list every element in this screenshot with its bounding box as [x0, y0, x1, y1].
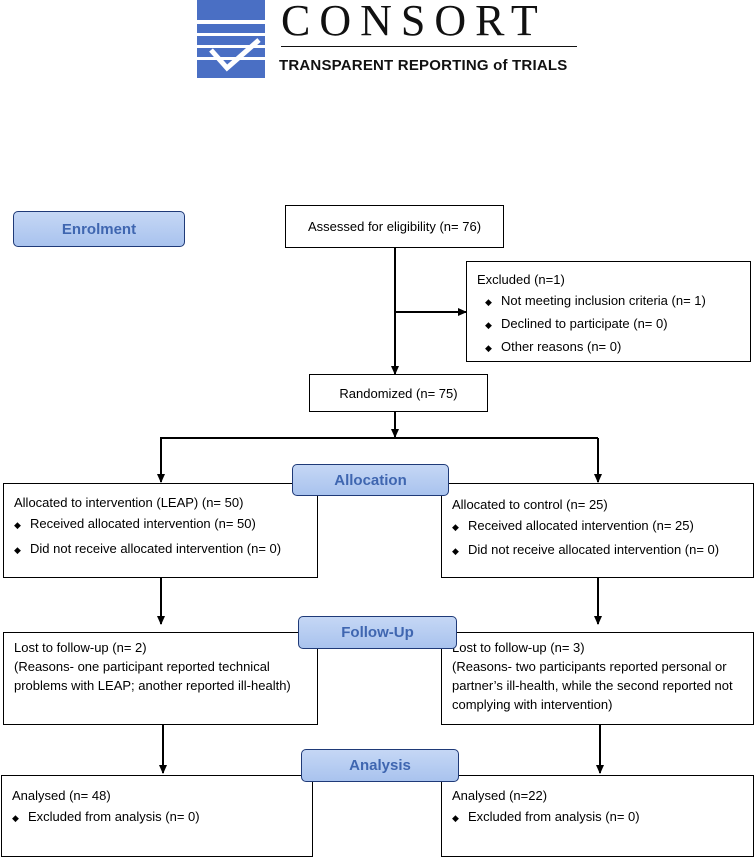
intervention-allocation-item: ◆ Did not receive allocated intervention…	[14, 538, 307, 561]
consort-logo: CONSORT TRANSPARENT REPORTING of TRIALS	[197, 0, 582, 80]
intervention-allocation-item: ◆ Received allocated intervention (n= 50…	[14, 513, 307, 536]
intervention-allocation-box: Allocated to intervention (LEAP) (n= 50)…	[3, 483, 318, 578]
excluded-title: Excluded (n=1)	[477, 272, 565, 287]
analysed-control-box: Analysed (n=22) ◆ Excluded from analysis…	[441, 775, 754, 857]
excluded-item: ◆ Not meeting inclusion criteria (n= 1)	[477, 290, 740, 313]
diamond-bullet-icon: ◆	[485, 320, 492, 330]
assessed-text: Assessed for eligibility (n= 76)	[307, 219, 482, 234]
lost-followup-control-reason: (Reasons- two participants reported pers…	[452, 659, 733, 712]
lost-followup-control-box: Lost to follow-up (n= 3) (Reasons- two p…	[441, 632, 754, 725]
stage-enrolment: Enrolment	[13, 211, 185, 247]
stage-allocation: Allocation	[292, 464, 449, 496]
assessed-box: Assessed for eligibility (n= 76)	[285, 205, 504, 248]
logo-tagline: TRANSPARENT REPORTING of TRIALS	[279, 57, 568, 74]
excluded-item: ◆ Other reasons (n= 0)	[477, 336, 740, 359]
lost-followup-intervention-reason: (Reasons- one participant reported techn…	[14, 659, 291, 693]
checkmark-logo-icon	[197, 0, 265, 78]
control-allocation-title: Allocated to control (n= 25)	[452, 497, 608, 512]
analysed-intervention-title: Analysed (n= 48)	[12, 788, 111, 803]
intervention-allocation-title: Allocated to intervention (LEAP) (n= 50)	[14, 495, 244, 510]
diamond-bullet-icon: ◆	[452, 522, 459, 532]
logo-divider	[281, 46, 577, 47]
analysed-control-title: Analysed (n=22)	[452, 788, 548, 803]
diamond-bullet-icon: ◆	[452, 546, 459, 556]
excluded-box: Excluded (n=1) ◆ Not meeting inclusion c…	[466, 261, 751, 362]
logo-name: CONSORT	[281, 0, 547, 45]
diamond-bullet-icon: ◆	[14, 545, 21, 555]
analysed-intervention-box: Analysed (n= 48) ◆ Excluded from analysi…	[1, 775, 313, 857]
control-allocation-box: Allocated to control (n= 25) ◆ Received …	[441, 483, 754, 578]
analysed-intervention-item: ◆ Excluded from analysis (n= 0)	[12, 806, 302, 829]
diamond-bullet-icon: ◆	[485, 343, 492, 353]
randomized-text: Randomized (n= 75)	[339, 385, 458, 401]
lost-followup-intervention-title: Lost to follow-up (n= 2)	[14, 640, 147, 655]
control-allocation-item: ◆ Did not receive allocated intervention…	[452, 539, 743, 562]
lost-followup-control-title: Lost to follow-up (n= 3)	[452, 640, 585, 655]
control-allocation-item: ◆ Received allocated intervention (n= 25…	[452, 515, 743, 538]
diamond-bullet-icon: ◆	[485, 297, 492, 307]
lost-followup-intervention-box: Lost to follow-up (n= 2) (Reasons- one p…	[3, 632, 318, 725]
diamond-bullet-icon: ◆	[14, 520, 21, 530]
stage-analysis: Analysis	[301, 749, 459, 782]
stage-followup: Follow-Up	[298, 616, 457, 649]
excluded-item: ◆ Declined to participate (n= 0)	[477, 313, 740, 336]
analysed-control-item: ◆ Excluded from analysis (n= 0)	[452, 806, 743, 829]
diamond-bullet-icon: ◆	[12, 813, 19, 823]
diamond-bullet-icon: ◆	[452, 813, 459, 823]
randomized-box: Randomized (n= 75)	[309, 374, 488, 412]
